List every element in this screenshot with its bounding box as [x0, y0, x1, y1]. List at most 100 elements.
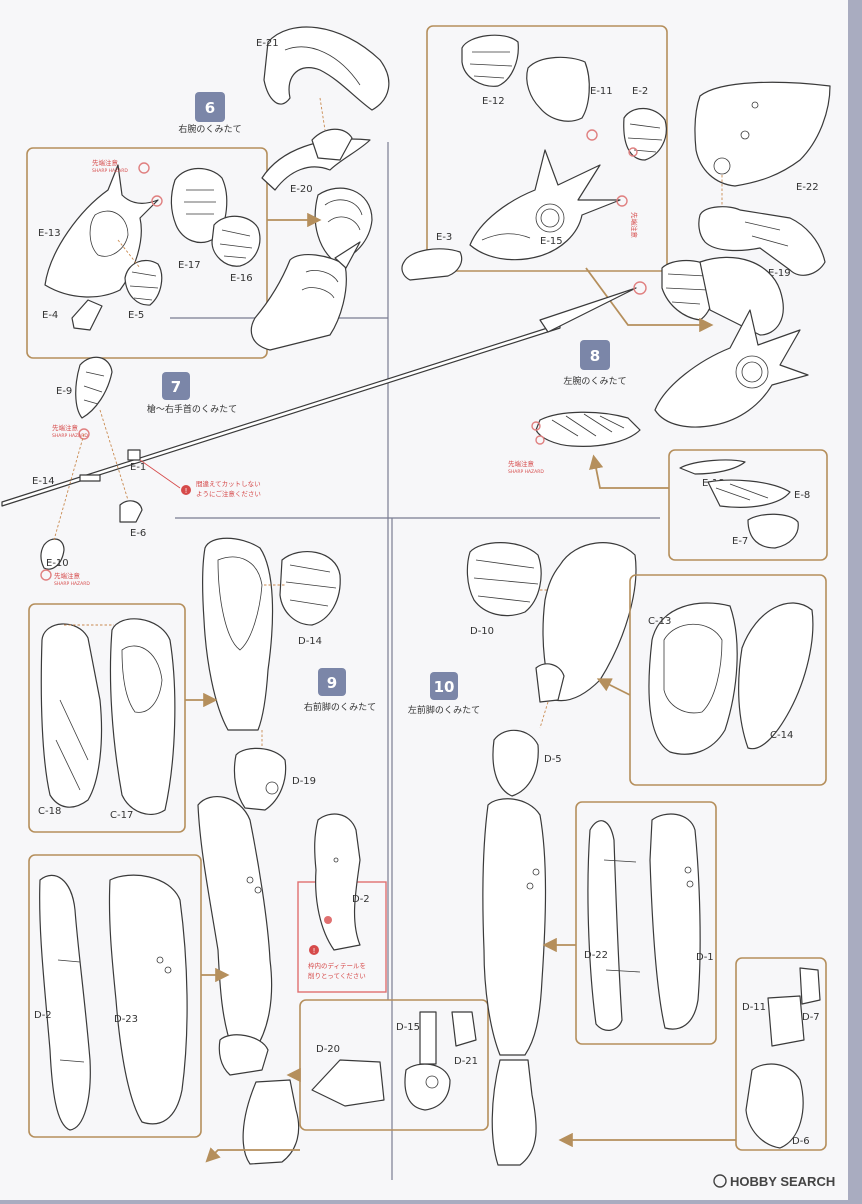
note-detail-line1: 枠内のディテールを	[308, 961, 366, 970]
step-6-title: 右腕のくみたて	[178, 123, 241, 135]
part-d10	[466, 542, 542, 617]
part-e15-ridge	[481, 233, 531, 241]
part-c13-panel	[663, 623, 723, 714]
label-d5: D-5	[544, 754, 562, 765]
step-10-shin-frame	[575, 801, 717, 1045]
part-left-forearm	[654, 309, 809, 428]
part-c18-detail	[55, 699, 89, 791]
hazard-marker-e13-side	[151, 195, 163, 207]
part-e17-detail	[184, 189, 216, 215]
part-forearm-spike	[334, 241, 361, 269]
part-e21-detail	[284, 46, 361, 86]
step-10-badge	[430, 672, 458, 700]
label-d22: D-22	[584, 950, 608, 961]
part-d15-socket	[425, 1075, 439, 1089]
hazard-en-e10: SHARP HAZARD	[54, 581, 90, 587]
step-9-number: 9	[327, 674, 337, 692]
step-10: D-10 10 左前脚のくみたて C-13 C-14 D-5 D-22 D-1	[408, 542, 827, 1166]
hazard-en-step8: SHARP HAZARD	[508, 469, 544, 475]
part-e6	[119, 500, 143, 523]
step-7-badge	[162, 372, 190, 400]
part-e5-detail	[129, 271, 159, 301]
hazard-marker-e11	[586, 129, 598, 141]
hazard-jp-e10: 先端注意	[54, 571, 81, 580]
part-c18	[40, 623, 103, 808]
flow-step8-main	[585, 267, 714, 333]
hazard-marker-e9	[78, 428, 90, 440]
part-d1	[649, 813, 701, 1030]
label-d7: D-7	[802, 1012, 820, 1023]
part-e2-detail	[627, 123, 663, 153]
part-right-lower-leg-hole-2	[254, 886, 262, 894]
label-e22: E-22	[796, 182, 819, 193]
step-10-foot-frame	[735, 957, 827, 1151]
part-left-elbow-joint-detail	[665, 273, 709, 305]
label-e2: E-2	[632, 86, 648, 97]
part-c17-panel	[121, 645, 163, 713]
part-d15	[404, 1063, 451, 1111]
label-e21: E-21	[256, 38, 279, 49]
label-e6: E-6	[130, 528, 146, 539]
hazard-marker-e2	[628, 147, 638, 157]
part-left-lower-leg-hole-1	[532, 868, 540, 876]
hazard-marker-e13-top	[138, 162, 150, 174]
part-c14	[738, 602, 814, 750]
label-c18: C-18	[38, 806, 61, 817]
label-e8: E-8	[794, 490, 810, 501]
part-left-thigh-joint	[535, 663, 565, 703]
part-d22	[587, 820, 623, 1031]
part-arm-joint-detail	[324, 199, 363, 231]
watermark: HOBBY SEARCH	[713, 1174, 835, 1189]
part-e14	[79, 474, 101, 482]
step-7-number: 7	[171, 378, 181, 396]
part-e19	[698, 206, 826, 276]
hazard-en-step6: SHARP HAZARD	[92, 168, 128, 174]
hazard-marker-left-hand-1	[531, 421, 541, 431]
part-d19-socket	[265, 781, 279, 795]
part-e18	[679, 459, 746, 475]
hazard-marker-spear	[633, 281, 647, 295]
step-6-number: 6	[205, 99, 215, 117]
part-left-forearm-disc-inner	[741, 361, 763, 383]
label-e16: E-16	[230, 273, 253, 284]
label-e10: E-10	[46, 558, 69, 569]
part-d2-detail	[57, 959, 85, 1063]
label-e17: E-17	[178, 260, 201, 271]
part-d2-modify-hole	[333, 857, 339, 863]
step-8-badge	[580, 340, 610, 370]
label-d21: D-21	[454, 1056, 478, 1067]
part-e16-detail	[219, 229, 253, 259]
flow-step9-out	[205, 1147, 300, 1163]
part-e9-detail	[83, 371, 105, 405]
step-9-toe-frame	[299, 999, 489, 1131]
hazard-en-e9: SHARP HAZARD	[52, 433, 88, 439]
watermark-logo-icon	[713, 1174, 727, 1188]
guide-e21	[319, 97, 326, 131]
part-e4	[71, 299, 103, 331]
label-d20: D-20	[316, 1044, 340, 1055]
part-d1-hole-1	[684, 866, 692, 874]
guide-e6	[99, 409, 129, 501]
hazard-marker-left-hand-2	[535, 435, 545, 445]
step-8: E-12 E-11 E-2 E-15 先端注意 E-3 E-22 E-19	[401, 25, 831, 561]
note-cut-leader	[139, 459, 181, 489]
part-d7	[799, 967, 821, 1005]
part-forearm-right	[250, 253, 347, 351]
step-9-foot-frame	[28, 854, 202, 1138]
label-d14: D-14	[298, 636, 322, 647]
part-d23-hole-2	[164, 966, 172, 974]
part-d20	[311, 1059, 385, 1107]
part-e15-disc-inner	[540, 208, 560, 228]
label-e4: E-4	[42, 310, 58, 321]
step-9-title: 右前脚のくみたて	[304, 701, 376, 713]
part-e13	[44, 164, 159, 298]
part-e21	[263, 26, 390, 111]
label-d19: D-19	[292, 776, 316, 787]
part-d1-hole-2	[686, 880, 694, 888]
label-d11: D-11	[742, 1002, 766, 1013]
part-e19-detail	[744, 221, 789, 247]
guide-e5	[117, 239, 141, 269]
step-9: D-14 9 右前脚のくみたて C-18 C-17 D-19 D-2 ! 枠内の…	[28, 537, 489, 1165]
flow-step10-thigh	[596, 678, 631, 696]
